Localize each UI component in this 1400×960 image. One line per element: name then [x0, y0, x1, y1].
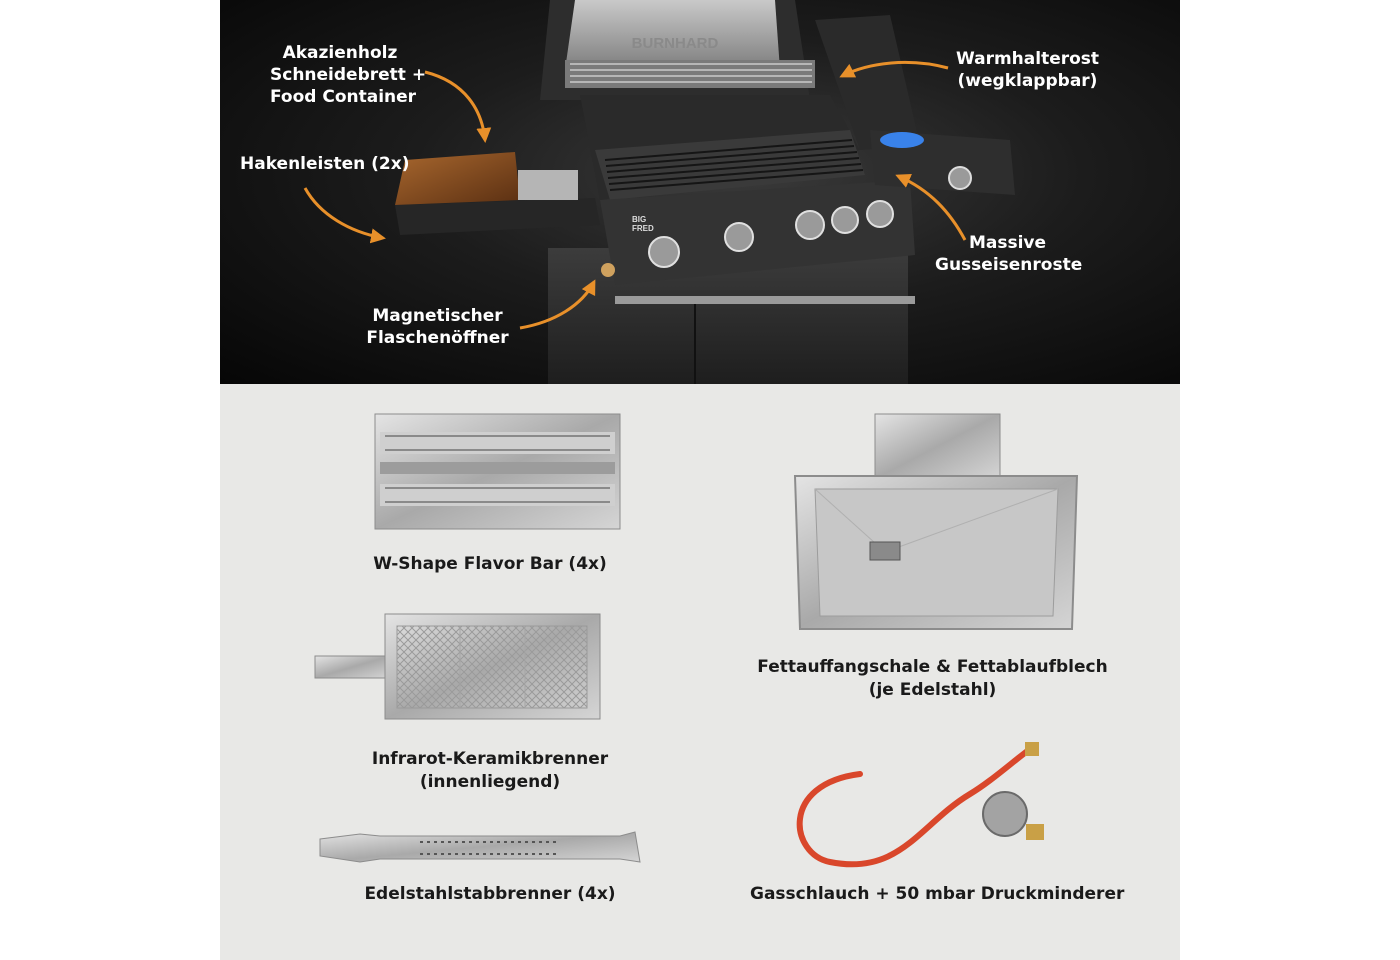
side-burner-flame — [880, 132, 924, 148]
side-burner-knob — [948, 166, 972, 190]
food-container — [518, 170, 578, 200]
callout-warmhalterost-line2: (wegklappbar) — [957, 71, 1098, 91]
arrow-warmhalterost — [839, 60, 949, 78]
infrared-burner-image — [314, 613, 601, 720]
grease-tray-image — [793, 413, 1079, 630]
part-infrarot-line2: (innenliegend) — [419, 772, 561, 792]
grill-illustration: BURNHARD BIG FRED — [303, 0, 1015, 384]
callout-hakenleisten: Hakenleisten (2x) — [240, 154, 410, 174]
cabinet-handle — [615, 296, 915, 304]
callout-akazienholz-line2: Schneidebrett + — [270, 65, 427, 85]
callout-akazienholz: Akazienholz Schneidebrett + Food Contain… — [270, 42, 427, 108]
arrow-gusseisenroste — [895, 173, 967, 241]
callout-gusseisenroste-line1: Massive — [968, 233, 1047, 253]
callout-gusseisenroste: Massive Gusseisenroste — [935, 232, 1083, 276]
callout-warmhalterost: Warmhalterost (wegklappbar) — [955, 48, 1100, 92]
callout-arrows — [303, 60, 967, 330]
acacia-cutting-board — [395, 152, 520, 205]
grill-photo-panel: BURNHARD BIG FRED — [220, 0, 1180, 384]
callout-akazienholz-line1: Akazienholz — [282, 43, 398, 63]
regulator — [982, 791, 1028, 837]
arrow-akazienholz — [424, 70, 492, 143]
part-flavor-bar-label: W-Shape Flavor Bar (4x) — [373, 554, 607, 574]
callout-flaschenoeffner-line1: Magnetischer — [372, 306, 503, 326]
lid-brand-text: BURNHARD — [632, 35, 719, 52]
callout-flaschenoeffner-line2: Flaschenöffner — [366, 328, 509, 348]
part-fettauffangschale-line1: Fettauffangschale & Fettablaufblech — [757, 657, 1108, 677]
product-infographic: BURNHARD BIG FRED — [220, 0, 1180, 960]
parts-panel: W-Shape Flavor Bar (4x) Fettauffangschal… — [220, 384, 1180, 960]
lid-inner — [565, 0, 780, 70]
arrow-hakenleisten — [303, 187, 386, 244]
left-side-shelf — [395, 198, 600, 235]
part-infrarot-label: Infrarot-Keramikbrenner (innenliegend) — [360, 748, 620, 794]
control-panel — [600, 180, 915, 285]
callout-akazienholz-line3: Food Container — [270, 87, 417, 107]
side-burner-lid — [815, 15, 920, 150]
arrow-flaschenoeffner — [519, 279, 596, 330]
panel-badge-line2: FRED — [632, 224, 654, 233]
part-fettauffangschale-line2: (je Edelstahl) — [868, 680, 997, 700]
flavor-bar-image — [374, 413, 621, 530]
part-gasschlauch-label: Gasschlauch + 50 mbar Druckminderer — [750, 884, 1125, 904]
part-fettauffangschale-label: Fettauffangschale & Fettablaufblech (je … — [750, 656, 1115, 702]
panel-badge-line1: BIG — [632, 215, 646, 224]
bottle-opener — [601, 263, 615, 277]
part-infrarot-line1: Infrarot-Keramikbrenner — [371, 749, 609, 769]
parts-illustrations — [314, 413, 1079, 868]
hose-fitting — [1025, 742, 1039, 756]
tube-burner-image — [319, 831, 641, 863]
cast-iron-grates — [595, 130, 865, 200]
regulator-fitting — [1026, 824, 1044, 840]
part-stabbrenner-label: Edelstahlstabbrenner (4x) — [364, 884, 616, 904]
gas-hose-image — [796, 742, 1044, 868]
control-knobs — [648, 200, 894, 268]
callout-warmhalterost-line1: Warmhalterost — [955, 49, 1100, 69]
callout-gusseisenroste-line2: Gusseisenroste — [935, 255, 1083, 275]
callout-flaschenoeffner: Magnetischer Flaschenöffner — [365, 305, 510, 349]
